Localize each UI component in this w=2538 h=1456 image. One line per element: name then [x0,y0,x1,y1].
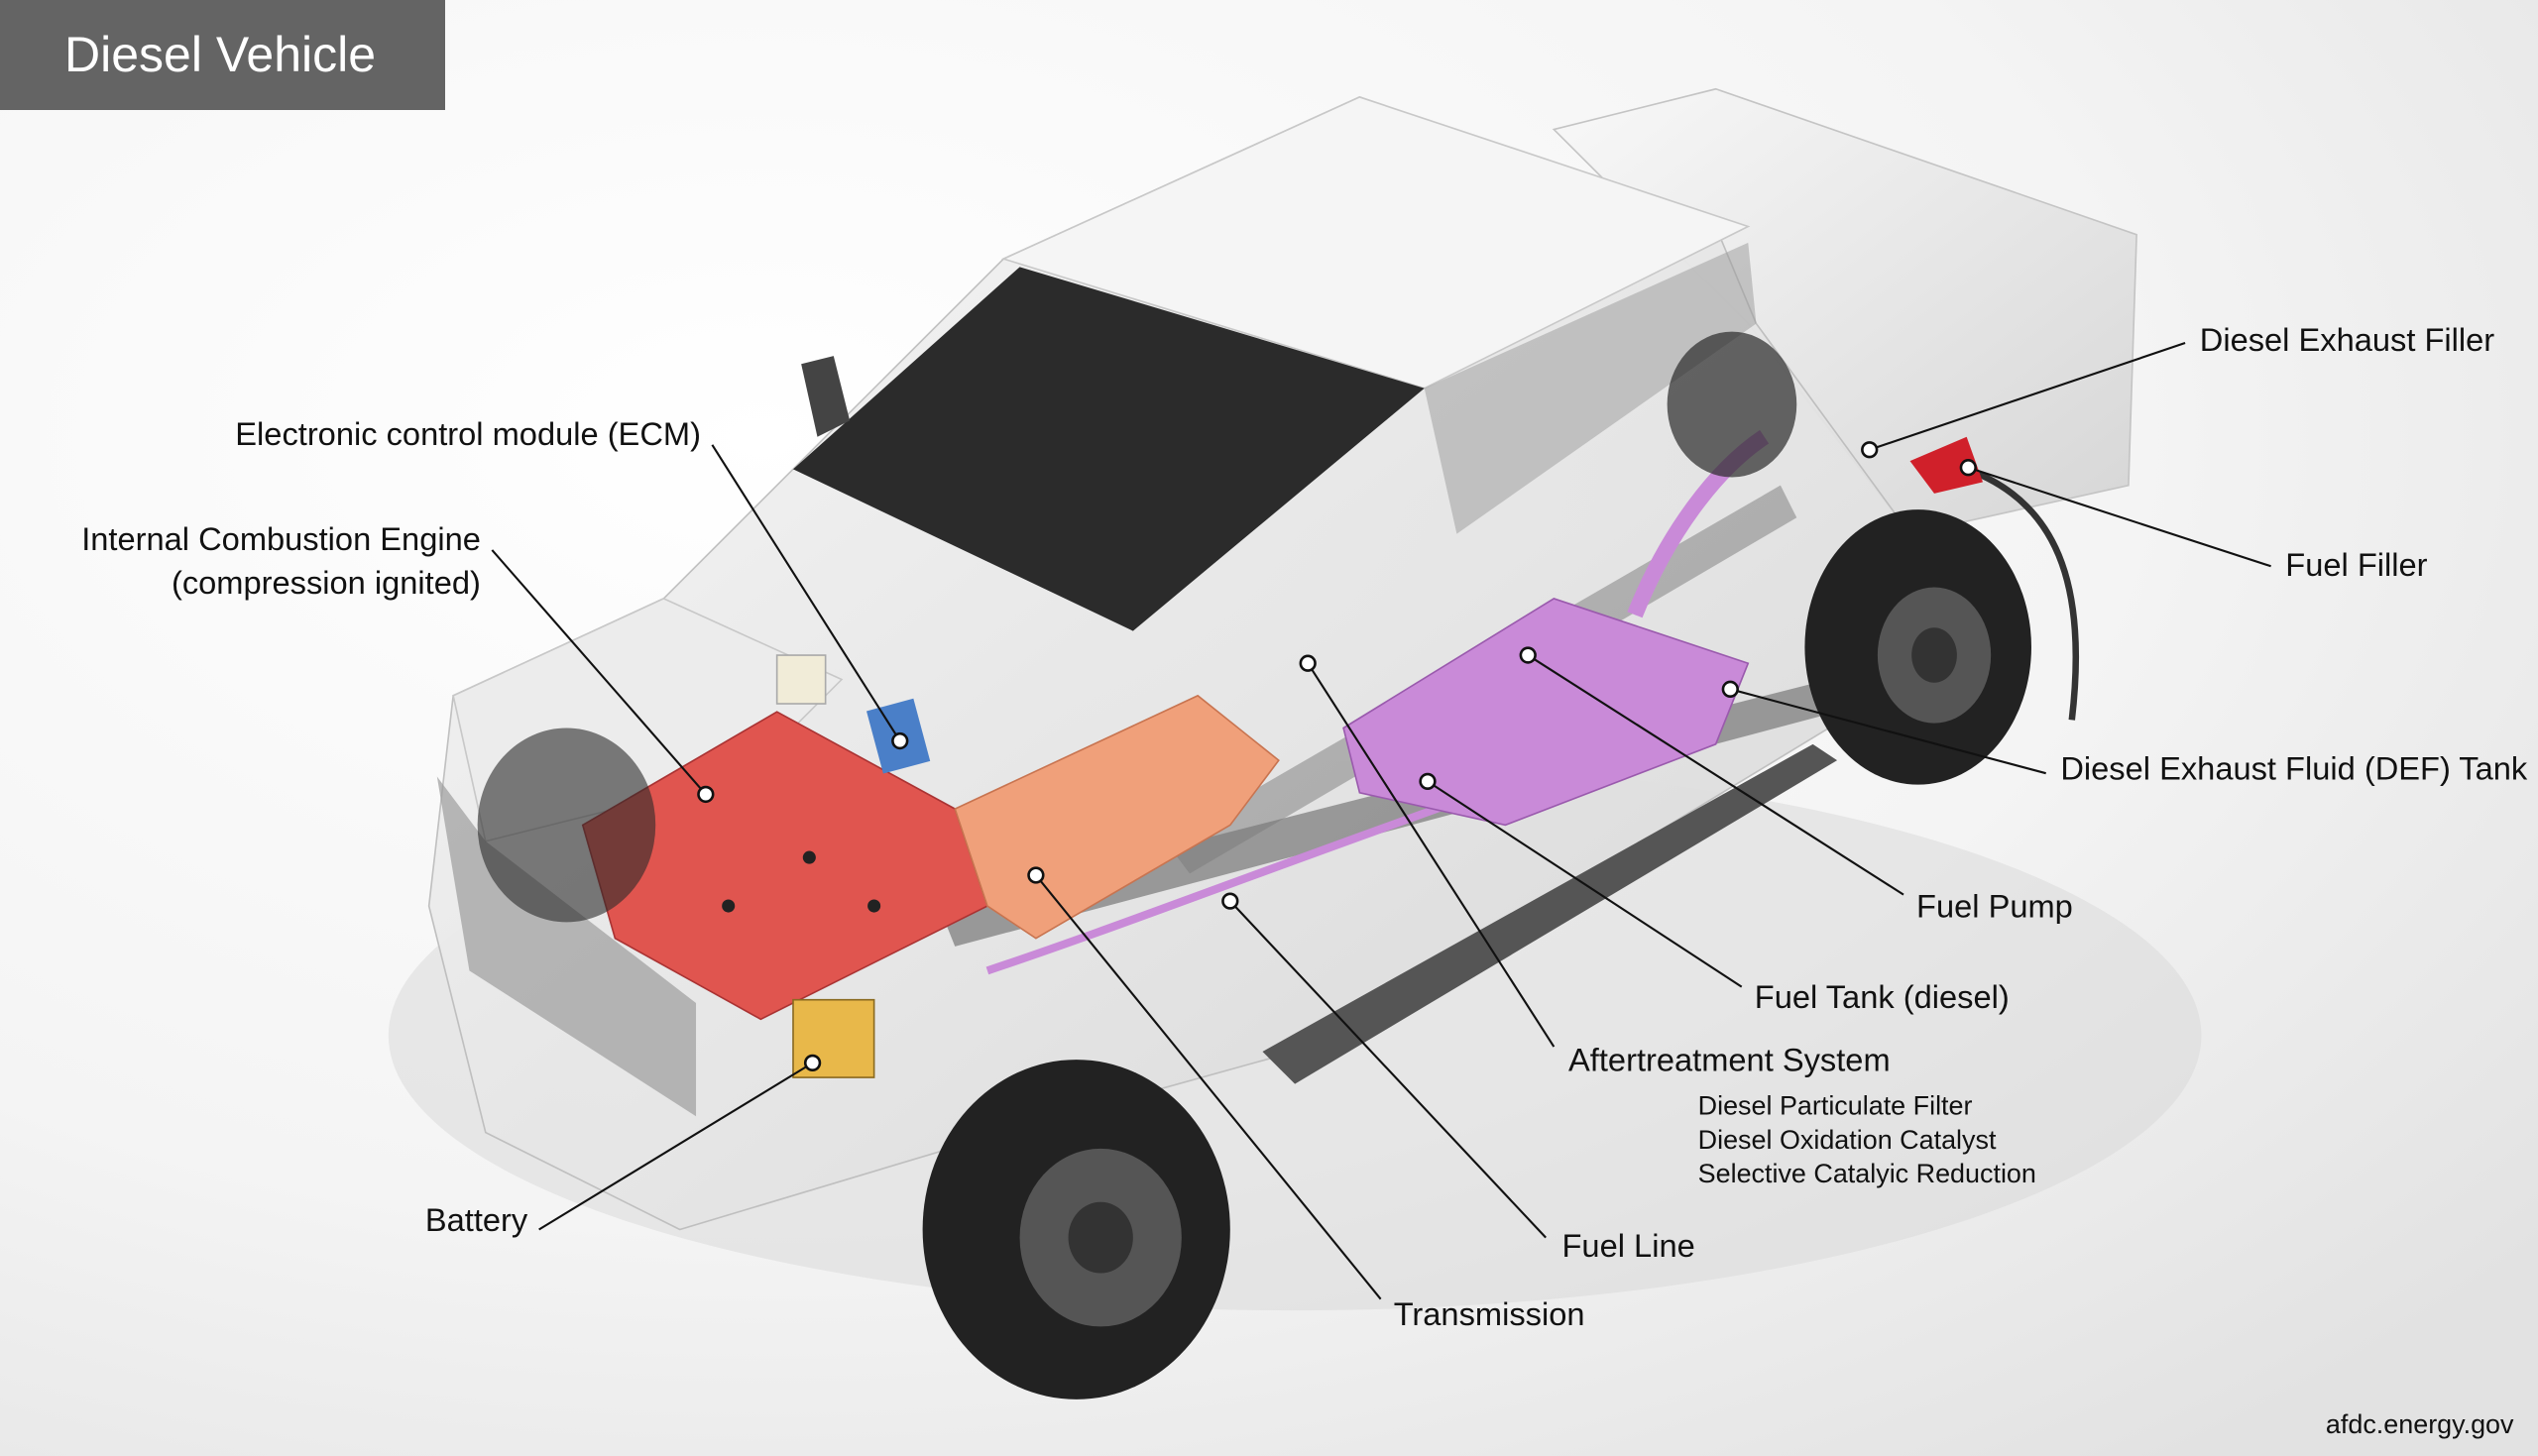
label-fuel-filler: Fuel Filler [2285,546,2427,583]
page-title: Diesel Vehicle [64,27,377,82]
credit-text: afdc.energy.gov [2326,1409,2514,1439]
callout-dot-fuel-line [1221,892,1239,910]
title-banner: Diesel Vehicle [0,0,445,110]
callout-dot-transmission [1027,866,1045,884]
label-ecm: Electronic control module (ECM) [235,415,701,452]
label-transmission: Transmission [1394,1295,1585,1332]
callout-dot-ecm [891,731,909,750]
callout-dot-fuel-tank [1419,772,1437,791]
label-fuel-pump: Fuel Pump [1916,887,2073,924]
callout-dot-exhaust-filler [1861,441,1879,459]
label-def-tank: Diesel Exhaust Fluid (DEF) Tank [2060,750,2528,787]
callout-dot-aftertreatment [1299,654,1317,672]
callout-dot-def-tank [1721,680,1739,698]
label-fuel-line: Fuel Line [1562,1227,1695,1264]
label-aftertreatment-item: Diesel Particulate Filter [1698,1091,1973,1121]
front-wheel [922,1060,1230,1400]
label-diesel-exhaust-filler: Diesel Exhaust Filler [2200,321,2495,358]
callout-dot-fuel-pump [1519,646,1537,664]
label-aftertreatment-item: Selective Catalyic Reduction [1698,1159,2036,1188]
truck-illustration [388,87,2202,1400]
label-aftertreatment: Aftertreatment System [1568,1042,1891,1078]
callout-dot-fuel-filler [1959,459,1977,477]
label-aftertreatment-item: Diesel Oxidation Catalyst [1698,1125,1997,1155]
rear-wheel [1804,509,2031,785]
callout-dot-engine [697,785,715,804]
callout-dot-battery [803,1054,822,1072]
label-battery: Battery [425,1201,528,1238]
fuel-tank [1342,598,1750,827]
fuel-nozzle [1909,436,1983,494]
label-fuel-tank: Fuel Tank (diesel) [1755,978,2010,1015]
label-engine-line1: Internal Combustion Engine [81,520,481,557]
callouts [491,342,2271,1300]
label-engine-line2: (compression ignited) [172,564,481,601]
